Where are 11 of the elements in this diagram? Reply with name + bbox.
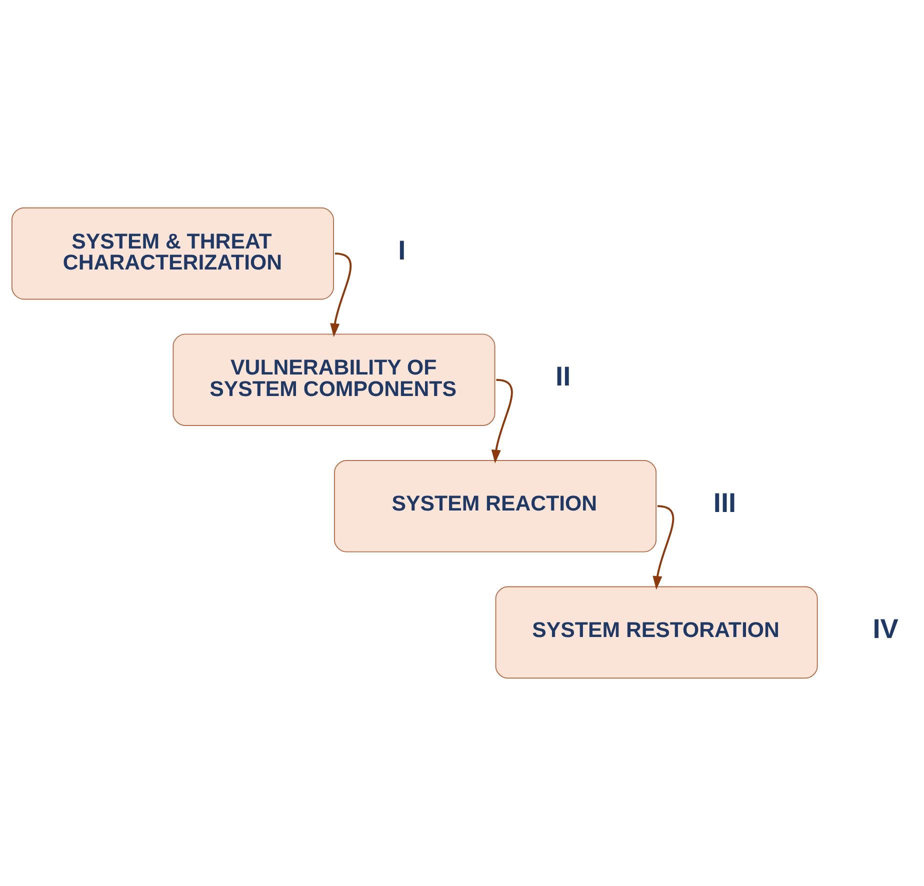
node-box: SYSTEM RESTORATION	[495, 586, 818, 679]
node-box: VULNERABILITY OF SYSTEM COMPONENTS	[172, 334, 496, 426]
node-label: I	[398, 234, 406, 266]
node-label: IV	[872, 613, 898, 644]
node-box: SYSTEM & THREAT CHARACTERIZATION	[11, 207, 334, 300]
node-label: II	[556, 360, 571, 392]
arrow	[491, 378, 513, 464]
arrow	[330, 252, 352, 338]
node-box: SYSTEM REACTION	[334, 460, 657, 552]
node-label: III	[713, 486, 736, 518]
arrow	[652, 505, 674, 590]
